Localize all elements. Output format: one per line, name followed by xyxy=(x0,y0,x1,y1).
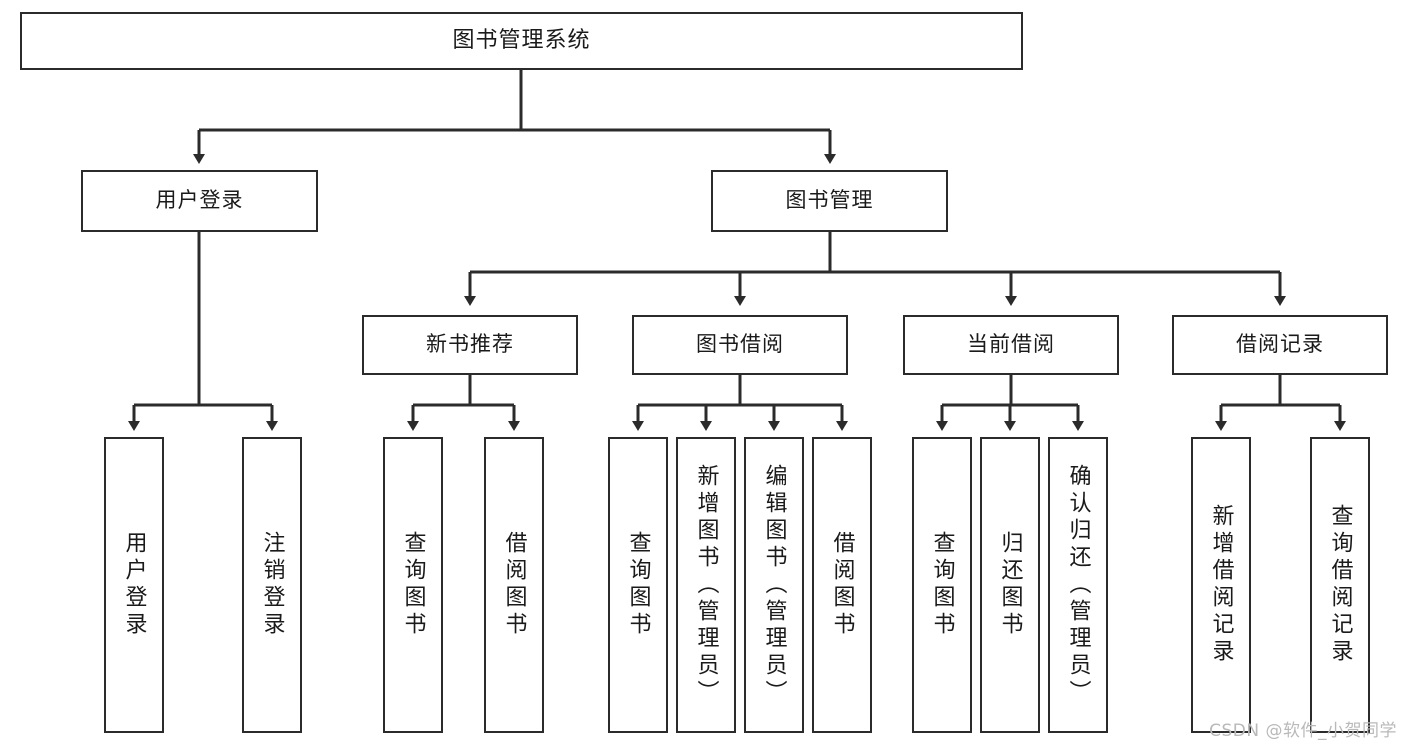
leaf-add-borrow-record[interactable]: 新增借阅记录 xyxy=(1191,437,1251,733)
leaf-query-book-borrow[interactable]: 查询图书 xyxy=(608,437,668,733)
leaf-query-book-recommend[interactable]: 查询图书 xyxy=(383,437,443,733)
node-current-borrow[interactable]: 当前借阅 xyxy=(903,315,1119,375)
leaf-confirm-return-admin[interactable]: 确认归还（管理员） xyxy=(1048,437,1108,733)
leaf-query-book-current[interactable]: 查询图书 xyxy=(912,437,972,733)
leaf-edit-book-admin[interactable]: 编辑图书（管理员） xyxy=(744,437,804,733)
leaf-query-borrow-record[interactable]: 查询借阅记录 xyxy=(1310,437,1370,733)
leaf-add-book-admin[interactable]: 新增图书（管理员） xyxy=(676,437,736,733)
node-borrow-record[interactable]: 借阅记录 xyxy=(1172,315,1388,375)
leaf-user-logout[interactable]: 注销登录 xyxy=(242,437,302,733)
leaf-borrow-book-recommend[interactable]: 借阅图书 xyxy=(484,437,544,733)
csdn-watermark: CSDN @软件_小贺同学 xyxy=(1209,721,1397,741)
node-user-login[interactable]: 用户登录 xyxy=(81,170,318,232)
node-new-book-recommend[interactable]: 新书推荐 xyxy=(362,315,578,375)
node-book-borrow[interactable]: 图书借阅 xyxy=(632,315,848,375)
node-book-manage[interactable]: 图书管理 xyxy=(711,170,948,232)
node-root-system[interactable]: 图书管理系统 xyxy=(20,12,1023,70)
leaf-borrow-book-borrow[interactable]: 借阅图书 xyxy=(812,437,872,733)
leaf-return-book[interactable]: 归还图书 xyxy=(980,437,1040,733)
leaf-user-login[interactable]: 用户登录 xyxy=(104,437,164,733)
